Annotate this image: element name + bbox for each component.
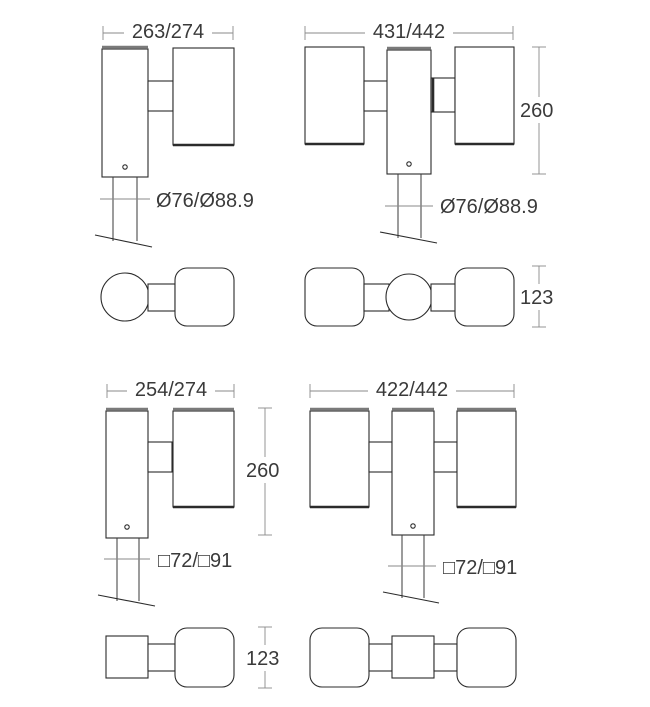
lamp-section-left xyxy=(309,627,370,688)
ground-spike xyxy=(382,535,440,604)
pole-section xyxy=(391,635,435,679)
section-label: □72/□91 xyxy=(443,557,517,579)
screw-icon xyxy=(122,164,128,170)
lamp-head-right xyxy=(454,46,515,145)
diameter-label: Ø76/Ø88.9 xyxy=(440,196,538,218)
depth-dimension: 123 xyxy=(520,265,558,328)
pole xyxy=(386,49,432,175)
width-label: 254/274 xyxy=(135,379,207,401)
arm-left xyxy=(363,80,389,112)
arm-right xyxy=(433,441,458,473)
lamp-section-left xyxy=(304,267,365,327)
single-round-side-view: 263/274 Ø76/Ø88.9 xyxy=(94,20,254,248)
width-label: 263/274 xyxy=(132,21,204,43)
pole xyxy=(101,48,149,178)
pole-section xyxy=(105,635,149,679)
depth-label: 123 xyxy=(520,287,553,309)
height-label: 260 xyxy=(520,100,553,122)
lamp-head-left xyxy=(309,410,370,508)
double-round-top-view: 123 xyxy=(304,265,558,328)
pole-section xyxy=(385,273,433,321)
lamp-head-right xyxy=(456,410,517,508)
screw-icon xyxy=(410,523,416,529)
pole xyxy=(391,410,435,536)
depth-dimension: 123 xyxy=(246,626,284,689)
screw-icon xyxy=(124,524,130,530)
lamp-section xyxy=(174,267,235,327)
arm-left xyxy=(368,441,393,473)
height-dimension: 260 xyxy=(246,407,284,536)
lamp-head xyxy=(172,410,235,508)
diameter-label: Ø76/Ø88.9 xyxy=(156,190,254,212)
double-square-top-view xyxy=(309,627,517,688)
pole xyxy=(105,410,149,539)
ground-spike xyxy=(379,174,438,244)
arm-section xyxy=(147,643,176,672)
single-square-top-view: 123 xyxy=(105,626,284,689)
width-dimension: 254/274 xyxy=(106,378,235,402)
lamp-section-right xyxy=(456,627,517,688)
height-dimension: 260 xyxy=(520,46,558,175)
pole-section xyxy=(100,272,150,322)
single-round-top-view xyxy=(100,267,235,327)
section-label: □72/□91 xyxy=(158,550,232,572)
single-square-side-view: 254/274 260 □72/□91 xyxy=(97,378,284,607)
arm-section-right xyxy=(430,283,457,312)
arm xyxy=(147,80,174,112)
screw-icon xyxy=(406,161,412,167)
arm-section-left xyxy=(368,643,393,672)
lamp-section xyxy=(174,627,235,688)
height-label: 260 xyxy=(246,460,279,482)
arm-section xyxy=(147,283,176,312)
width-dimension: 422/442 xyxy=(309,378,515,402)
arm xyxy=(147,441,173,473)
arm-right xyxy=(430,77,456,113)
ground-spike xyxy=(97,538,156,607)
double-square-side-view: 422/442 □72/□91 xyxy=(309,378,517,604)
double-round-side-view: 431/442 260 Ø76/Ø88.9 xyxy=(304,20,558,244)
width-dimension: 431/442 xyxy=(304,20,514,44)
arm-section-right xyxy=(433,643,458,672)
lamp-head xyxy=(172,47,235,146)
width-dimension: 263/274 xyxy=(102,20,234,44)
arm-section-left xyxy=(363,283,390,312)
width-label: 422/442 xyxy=(376,379,448,401)
lamp-head-left xyxy=(304,46,365,145)
ground-spike xyxy=(94,177,153,248)
depth-label: 123 xyxy=(246,648,279,670)
lamp-section-right xyxy=(454,267,515,327)
width-label: 431/442 xyxy=(373,21,445,43)
